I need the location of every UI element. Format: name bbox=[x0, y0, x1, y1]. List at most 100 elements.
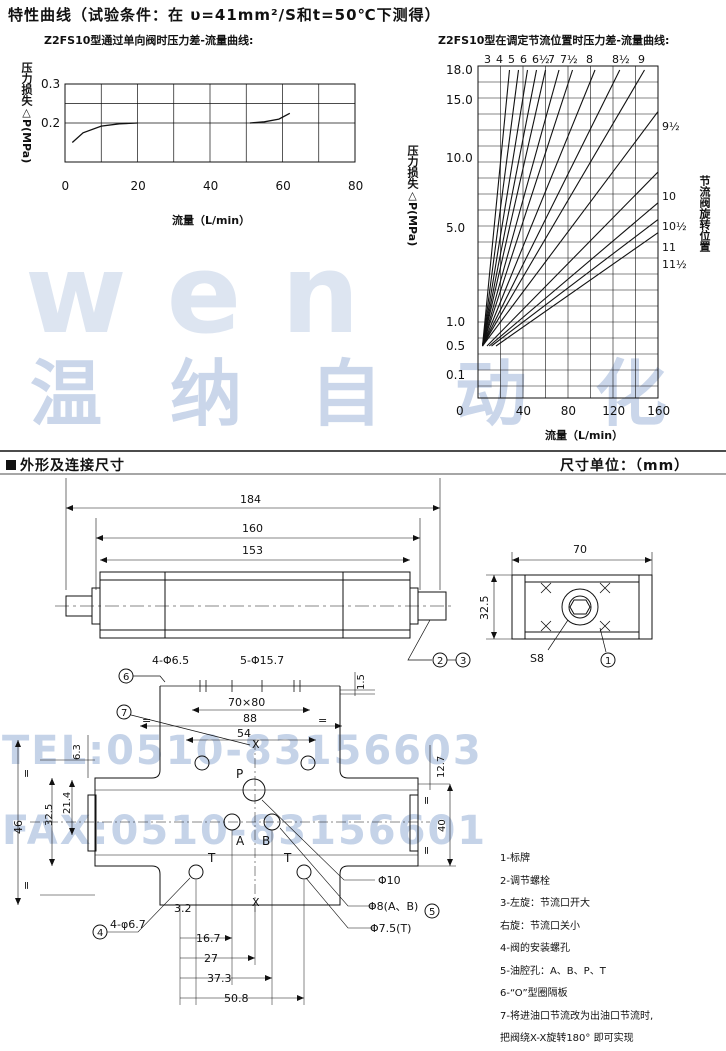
chart2-right-label: 9½ bbox=[662, 120, 680, 133]
section-heading: 外形及连接尺寸 bbox=[6, 455, 125, 475]
chart2-ytick: 1.0 bbox=[446, 315, 465, 329]
chart2-right-label: 11 bbox=[662, 241, 676, 254]
chart2-series-line bbox=[481, 69, 560, 347]
dim-184: 184 bbox=[240, 493, 261, 506]
watermark-char-3: 自 bbox=[310, 352, 383, 436]
chart2-top-label: 3 bbox=[484, 53, 491, 66]
chart1-series-line bbox=[71, 122, 138, 143]
chart1-ylabel: 压力损失△P(MPa) bbox=[20, 62, 33, 164]
chart2-ylabel: 压力损失△P(MPa) bbox=[406, 145, 419, 247]
port-a: A bbox=[236, 834, 245, 848]
chart2-series-line bbox=[481, 69, 574, 347]
chart2-xtick: 120 bbox=[602, 404, 625, 418]
callout-6: 6 bbox=[123, 672, 129, 683]
dim-37-3: 37.3 bbox=[207, 972, 232, 985]
dim-70: 70 bbox=[573, 543, 587, 556]
chart2-xtick: 80 bbox=[561, 404, 576, 418]
chart1-xlabel: 流量（L/min） bbox=[172, 214, 251, 227]
dim-phi10: Φ10 bbox=[378, 874, 401, 887]
port-p: P bbox=[236, 767, 243, 781]
dim-4-phi-6-5: 4-Φ6.5 bbox=[152, 654, 189, 667]
chart2-series-line bbox=[482, 69, 645, 347]
chart2-series-line bbox=[481, 69, 547, 347]
chart2-side-label: 节流阀旋转位置 bbox=[698, 175, 711, 252]
chart2-right-label: 10 bbox=[662, 190, 676, 203]
chart2-series-line bbox=[482, 69, 621, 347]
chart2-caption: Z2FS10型在调定节流位置时压力差-流量曲线: bbox=[438, 34, 670, 47]
chart2-series-line bbox=[481, 69, 520, 347]
chart1-xtick: 20 bbox=[131, 179, 146, 193]
dim-6-3: 6.3 bbox=[72, 744, 83, 760]
chart2-ytick: 5.0 bbox=[446, 221, 465, 235]
callout-2: 2 bbox=[437, 656, 443, 667]
dim-phi7-5: Φ7.5(T) bbox=[370, 922, 411, 935]
legend-item: 5-油腔孔：A、B、P、T bbox=[500, 965, 606, 977]
dim-1-5: 1.5 bbox=[356, 674, 367, 690]
chart2-series-line bbox=[486, 171, 659, 347]
dim-153: 153 bbox=[242, 544, 263, 557]
chart1-ytick: 0.3 bbox=[41, 77, 60, 91]
legend-item: 6-“O”型圈隔板 bbox=[500, 988, 568, 999]
chart2-top-label: 7 bbox=[548, 53, 555, 66]
dim-5-phi-15-7: 5-Φ15.7 bbox=[240, 654, 284, 667]
end-view bbox=[486, 552, 653, 668]
chart2-ytick: 0.5 bbox=[446, 339, 465, 353]
port-t-right: T bbox=[283, 851, 292, 865]
chart1-ytick: 0.2 bbox=[41, 116, 60, 130]
dim-88: 88 bbox=[243, 712, 257, 725]
watermark-tel: TEL:0510-83156603 bbox=[2, 728, 483, 774]
watermark-fax: FAX:0510-83156601 bbox=[2, 808, 488, 854]
dim-3-2: 3.2 bbox=[174, 902, 192, 915]
dim-40: 40 bbox=[437, 819, 448, 832]
square-bullet-icon bbox=[6, 460, 16, 470]
dim-54: 54 bbox=[237, 727, 251, 740]
dim-16-7: 16.7 bbox=[196, 932, 221, 945]
chart2-series-line bbox=[482, 111, 659, 347]
chart2-series-line bbox=[481, 69, 538, 347]
callout-1: 1 bbox=[605, 656, 611, 667]
chart2-top-label: 8 bbox=[586, 53, 593, 66]
chart2-ytick: 0.1 bbox=[446, 368, 465, 382]
chart2-top-label: 7½ bbox=[560, 53, 578, 66]
dim-4-phi-6-7: 4-φ6.7 bbox=[110, 918, 146, 931]
chart2-top-label: 6 bbox=[520, 53, 527, 66]
watermark-char-1: 温 bbox=[30, 352, 103, 436]
dim-12-7: 12.7 bbox=[436, 756, 447, 778]
page-title: 特性曲线（试验条件：在 υ=41mm²/S和t=50℃下测得） bbox=[8, 6, 441, 24]
x-label-top: X bbox=[252, 738, 260, 751]
callout-5: 5 bbox=[429, 907, 435, 918]
dim-32-5b: 32.5 bbox=[44, 804, 55, 826]
legend-item: 2-调节螺栓 bbox=[500, 875, 550, 887]
chart2-xtick: 160 bbox=[647, 404, 670, 418]
chart1-series-line bbox=[249, 112, 291, 124]
dim-phi8: Φ8(A、B) bbox=[368, 900, 418, 913]
chart2-series-line bbox=[488, 202, 659, 347]
legend-item: 3-左旋：节流口开大 bbox=[500, 898, 590, 909]
chart2-top-label: 9 bbox=[638, 53, 645, 66]
callout-3: 3 bbox=[460, 656, 466, 667]
chart1-xtick: 0 bbox=[62, 179, 70, 193]
plan-view bbox=[15, 668, 456, 1005]
dim-160: 160 bbox=[242, 522, 263, 535]
chart1-caption: Z2FS10型通过单向阀时压力差-流量曲线: bbox=[44, 34, 254, 47]
chart2-series-line bbox=[495, 232, 659, 347]
watermark-char-4: 动 bbox=[455, 352, 528, 436]
chart2-ytick: 18.0 bbox=[446, 63, 473, 77]
eq-top-left: = bbox=[142, 714, 151, 727]
chart2-top-label: 8½ bbox=[612, 53, 630, 66]
chart2-right-label: 10½ bbox=[662, 220, 687, 233]
chart2-xtick: 0 bbox=[456, 404, 464, 418]
chart2-series-line bbox=[491, 219, 659, 347]
chart2-top-label: 4 bbox=[496, 53, 503, 66]
dim-50-8: 50.8 bbox=[224, 992, 249, 1005]
eq-top-right: = bbox=[318, 714, 327, 727]
chart1-xtick: 60 bbox=[276, 179, 291, 193]
dim-46: 46 bbox=[12, 820, 25, 834]
chart2-ytick: 10.0 bbox=[446, 151, 473, 165]
watermark-brand: wen bbox=[25, 230, 400, 358]
x-label-bottom: X bbox=[252, 896, 260, 909]
watermark-char-5: 化 bbox=[595, 352, 668, 436]
eq-left-1: = bbox=[20, 769, 33, 778]
